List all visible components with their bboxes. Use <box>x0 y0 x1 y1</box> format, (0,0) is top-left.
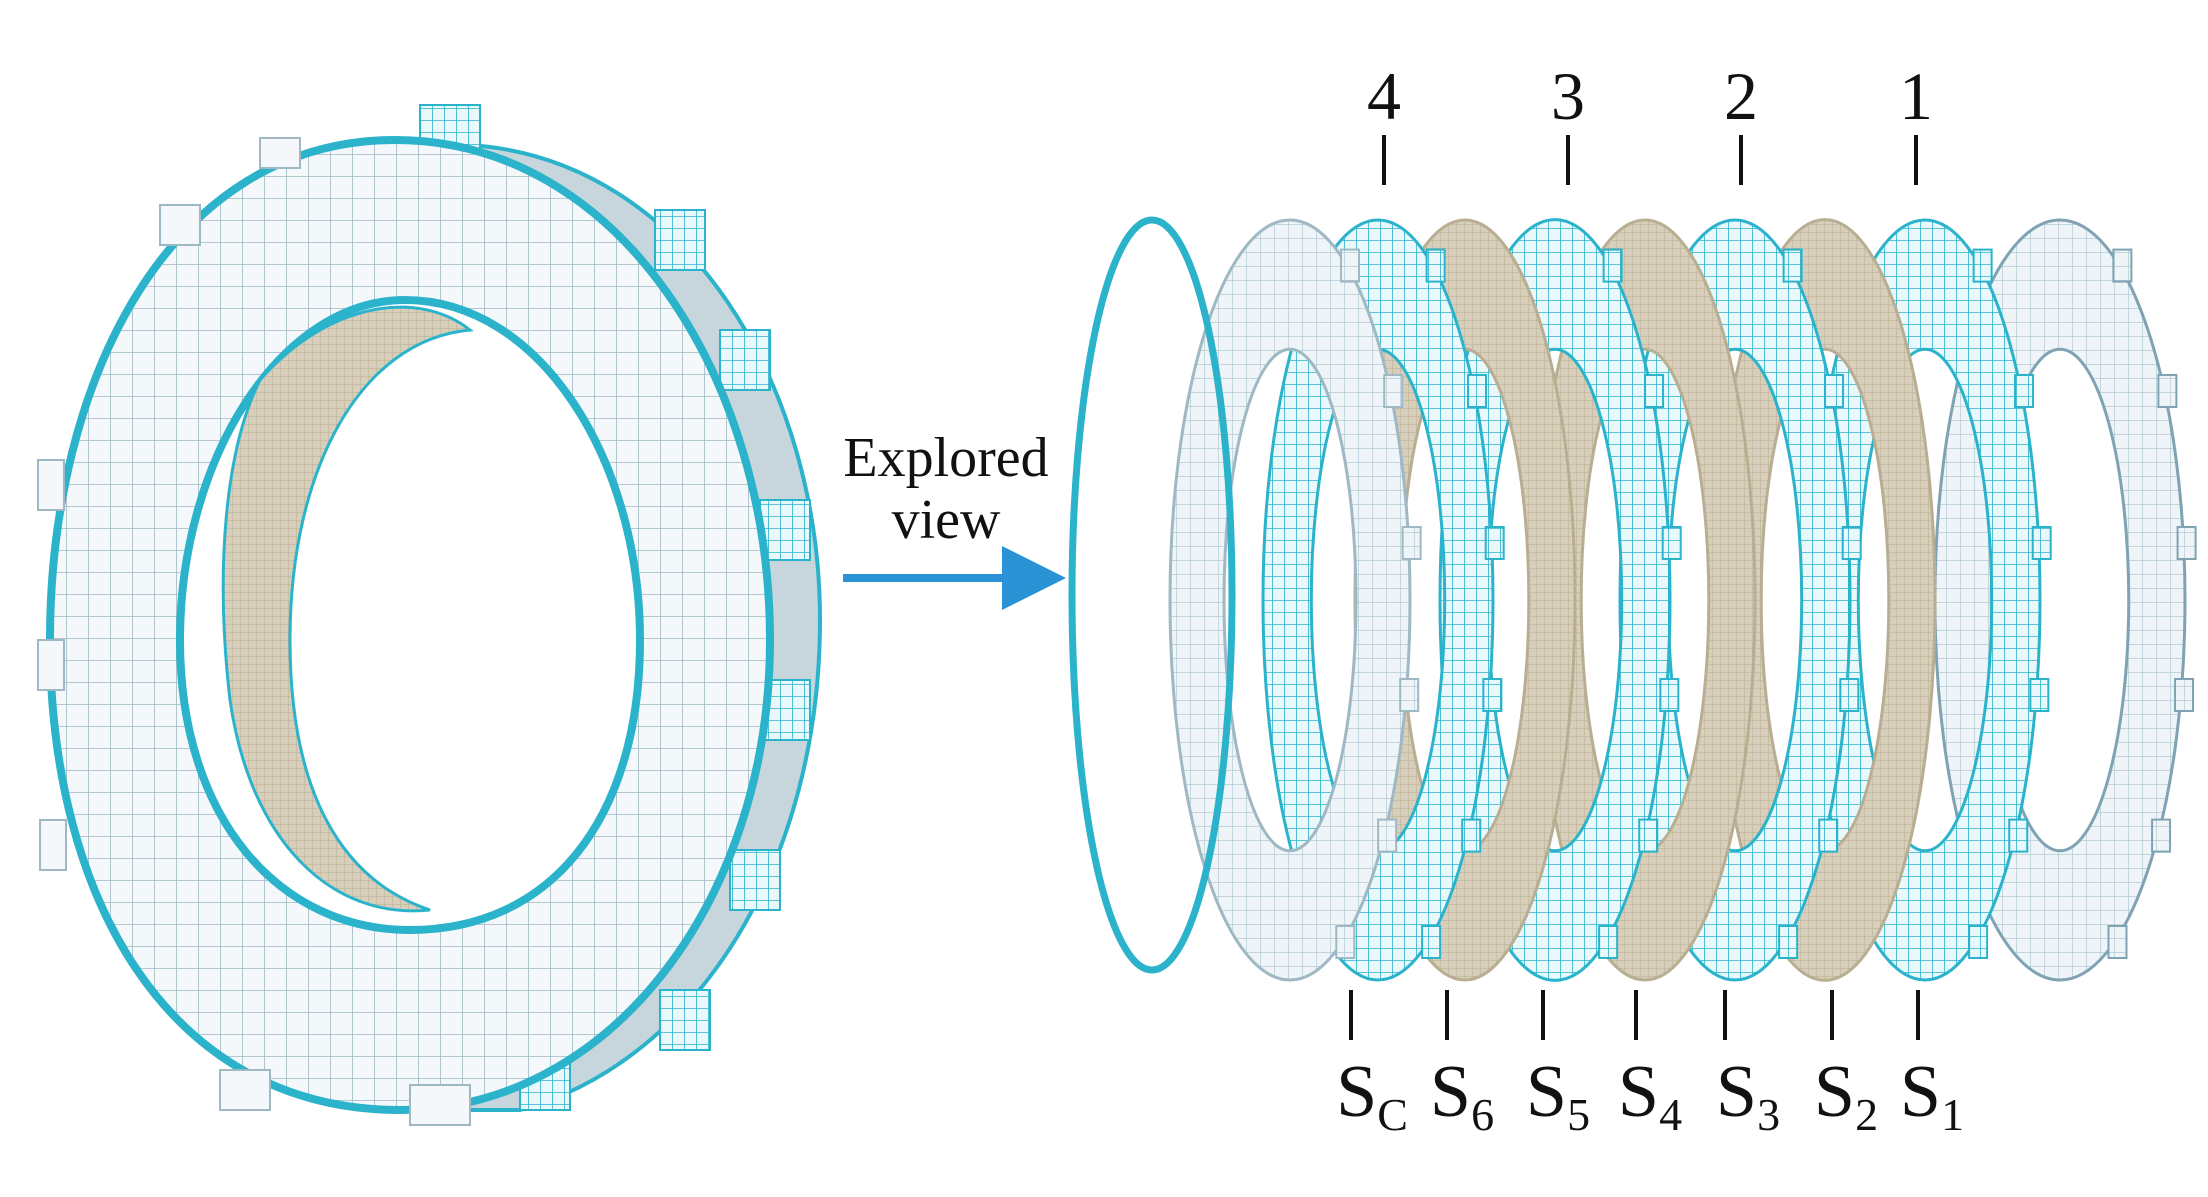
disc-back-gray-tooth-3 <box>2174 678 2195 712</box>
disc-front-gray <box>1168 218 1412 982</box>
explored-view-caption: Explored view <box>796 430 1096 548</box>
disc-s1-cyan-tooth-0 <box>1972 248 1993 283</box>
disc-s5-cyan-tooth-1 <box>1644 374 1665 408</box>
disc-s3-cyan-tooth-2 <box>1841 526 1862 560</box>
disc-s1-cyan-tooth-2 <box>2031 526 2052 560</box>
disc-sc-cyan-tooth-3 <box>1482 678 1503 712</box>
bottom-label-s4: S4 <box>1617 1051 1683 1140</box>
disc-front-gray-tooth-3 <box>1399 678 1420 712</box>
disc-front-gray-tooth-5 <box>1335 925 1356 959</box>
bottom-label-s3: S3 <box>1715 1051 1781 1140</box>
disc-s3-cyan-tooth-4 <box>1818 818 1839 853</box>
bottom-tick-s5 <box>1541 990 1545 1040</box>
disc-back-gray-tooth-1 <box>2157 374 2178 408</box>
disc-back-gray-tooth-0 <box>2112 248 2133 283</box>
disc-sc-cyan-tooth-0 <box>1425 248 1446 283</box>
bottom-tick-sc <box>1349 990 1353 1040</box>
top-label-2: 2 <box>1724 58 1758 134</box>
disc-back-gray-tooth-2 <box>2176 526 2197 560</box>
bottom-label-sc: SC <box>1336 1051 1408 1140</box>
assembled-clutch-pack <box>37 104 823 1126</box>
disc-back-gray-tooth-4 <box>2151 818 2172 853</box>
bottom-tick-s3 <box>1723 990 1727 1040</box>
bottom-tick-s6 <box>1445 990 1449 1040</box>
disc-s1-cyan-tooth-4 <box>2008 818 2029 853</box>
bottom-label-s2: S2 <box>1813 1051 1879 1140</box>
bottom-label-s6: S6 <box>1429 1051 1495 1140</box>
top-tick-1 <box>1914 135 1918 185</box>
disc-s3-cyan-tooth-0 <box>1782 248 1803 283</box>
bottom-tick-s2 <box>1830 990 1834 1040</box>
inner-bore-layers <box>221 305 474 913</box>
disc-s5-cyan-tooth-5 <box>1598 925 1619 959</box>
disc-s1-cyan-tooth-3 <box>2029 678 2050 712</box>
top-label-4: 4 <box>1367 58 1401 134</box>
bottom-label-s1: S1 <box>1899 1051 1965 1140</box>
disc-sc-cyan-tooth-4 <box>1461 818 1482 853</box>
disc-sc-cyan-tooth-2 <box>1484 526 1505 560</box>
pack-front-teeth <box>37 137 471 1126</box>
disc-front-gray-tooth-1 <box>1383 374 1404 408</box>
top-label-3: 3 <box>1551 58 1585 134</box>
disc-sc-cyan-tooth-1 <box>1467 374 1488 408</box>
disc-s5-cyan-tooth-2 <box>1661 526 1682 560</box>
bottom-tick-s1 <box>1916 990 1920 1040</box>
bottom-label-s5: S5 <box>1525 1051 1591 1140</box>
exploded-view <box>1068 216 2197 982</box>
caption-line-2: view <box>891 489 1001 551</box>
disc-sc-cyan-tooth-5 <box>1421 925 1442 959</box>
seal-ring <box>1068 216 1236 974</box>
top-tick-3 <box>1566 135 1570 185</box>
disc-s1-cyan-tooth-1 <box>2014 374 2035 408</box>
disc-front-gray-tooth-0 <box>1339 248 1360 283</box>
disc-s3-cyan-tooth-1 <box>1824 374 1845 408</box>
disc-s5-cyan-tooth-3 <box>1659 678 1680 712</box>
disc-s5-cyan-tooth-0 <box>1602 248 1623 283</box>
disc-back-gray-tooth-5 <box>2107 925 2128 959</box>
disc-s3-cyan-tooth-5 <box>1778 925 1799 959</box>
bottom-tick-s4 <box>1634 990 1638 1040</box>
disc-front-gray-tooth-4 <box>1377 818 1398 853</box>
front-plate-ring <box>45 135 775 1115</box>
top-tick-4 <box>1382 135 1386 185</box>
caption-line-1: Explored <box>843 427 1049 489</box>
disc-s3-cyan-tooth-3 <box>1839 678 1860 712</box>
disc-front-gray-tooth-2 <box>1401 526 1422 560</box>
disc-s1-cyan-tooth-5 <box>1968 925 1989 959</box>
disc-s5-cyan-tooth-4 <box>1638 818 1659 853</box>
top-label-1: 1 <box>1899 58 1933 134</box>
top-tick-2 <box>1739 135 1743 185</box>
